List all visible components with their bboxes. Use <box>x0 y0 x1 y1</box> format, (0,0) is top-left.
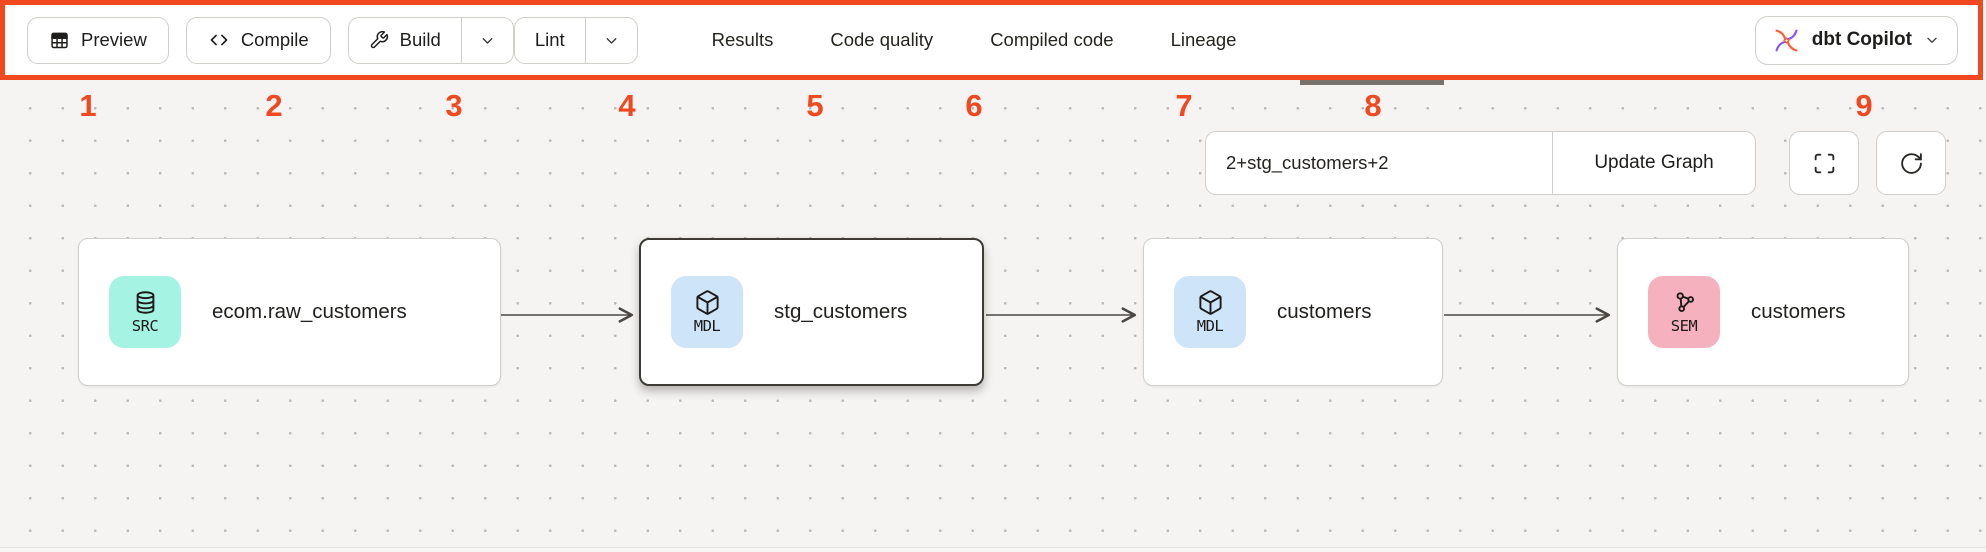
source-badge: SRC <box>109 276 181 348</box>
semantic-badge: SEM <box>1648 276 1720 348</box>
build-dropdown-button[interactable] <box>460 17 513 63</box>
table-icon <box>49 30 70 51</box>
model-badge: MDL <box>671 276 743 348</box>
callout-2: 2 <box>265 88 283 123</box>
lint-dropdown-button[interactable] <box>584 17 637 63</box>
toolbar-annotation-box: Preview Compile Build <box>0 0 1983 80</box>
callout-3: 3 <box>445 88 463 123</box>
callout-8: 8 <box>1364 88 1382 123</box>
chevron-down-icon <box>1924 32 1940 48</box>
lint-split-button: Lint <box>513 16 638 64</box>
maximize-icon <box>1812 151 1837 176</box>
refresh-graph-button[interactable] <box>1876 131 1946 195</box>
badge-label: MDL <box>693 317 721 335</box>
semantic-graph-icon <box>1671 289 1698 316</box>
canvas-bottom-edge <box>0 547 1986 552</box>
badge-label: MDL <box>1196 317 1224 335</box>
lint-button[interactable]: Lint <box>515 18 585 63</box>
tab-lineage[interactable]: Lineage <box>1170 29 1237 50</box>
compile-button-label: Compile <box>240 29 309 50</box>
code-icon <box>208 29 230 51</box>
node-label: ecom.raw_customers <box>212 300 407 323</box>
active-tab-indicator <box>1300 80 1444 85</box>
badge-label: SRC <box>131 317 159 335</box>
database-icon <box>132 289 159 316</box>
chevron-down-icon <box>479 32 496 49</box>
editor-tabs: Results Code quality Compiled code Linea… <box>712 29 1237 51</box>
lineage-node-source[interactable]: SRC ecom.raw_customers <box>78 238 501 386</box>
compile-button[interactable]: Compile <box>185 16 331 64</box>
preview-button[interactable]: Preview <box>27 16 169 64</box>
tab-code-quality[interactable]: Code quality <box>830 29 934 50</box>
node-label: customers <box>1751 300 1846 323</box>
cube-icon <box>694 289 721 316</box>
tab-results[interactable]: Results <box>711 29 774 50</box>
chevron-down-icon <box>603 32 620 49</box>
rotate-cw-icon <box>1899 151 1924 176</box>
build-split-button: Build <box>347 16 514 64</box>
model-badge: MDL <box>1174 276 1246 348</box>
lint-button-label: Lint <box>534 29 565 50</box>
build-button-label: Build <box>399 29 441 50</box>
callout-7: 7 <box>1175 88 1193 123</box>
preview-button-label: Preview <box>81 29 147 50</box>
wrench-icon <box>369 30 389 50</box>
lineage-selector-group: Update Graph <box>1205 131 1756 195</box>
dbt-copilot-label: dbt Copilot <box>1811 29 1912 50</box>
lineage-node-stg-customers[interactable]: MDL stg_customers <box>639 238 984 386</box>
callout-5: 5 <box>806 88 824 123</box>
build-button[interactable]: Build <box>349 18 461 63</box>
callout-4: 4 <box>618 88 636 123</box>
node-label: stg_customers <box>774 300 908 323</box>
callout-1: 1 <box>79 88 97 123</box>
tab-compiled-code[interactable]: Compiled code <box>990 29 1114 50</box>
callout-6: 6 <box>965 88 983 123</box>
callout-9: 9 <box>1855 88 1873 123</box>
update-graph-button[interactable]: Update Graph <box>1552 132 1755 194</box>
badge-label: SEM <box>1670 317 1698 335</box>
lineage-selector-input[interactable] <box>1206 132 1552 194</box>
fullscreen-button[interactable] <box>1789 131 1859 195</box>
node-label: customers <box>1277 300 1372 323</box>
dbt-logo-icon <box>1773 27 1800 54</box>
lineage-node-customers-semantic[interactable]: SEM customers <box>1617 238 1909 386</box>
lineage-node-customers-model[interactable]: MDL customers <box>1143 238 1443 386</box>
cube-icon <box>1197 289 1224 316</box>
dbt-copilot-button[interactable]: dbt Copilot <box>1754 15 1958 65</box>
